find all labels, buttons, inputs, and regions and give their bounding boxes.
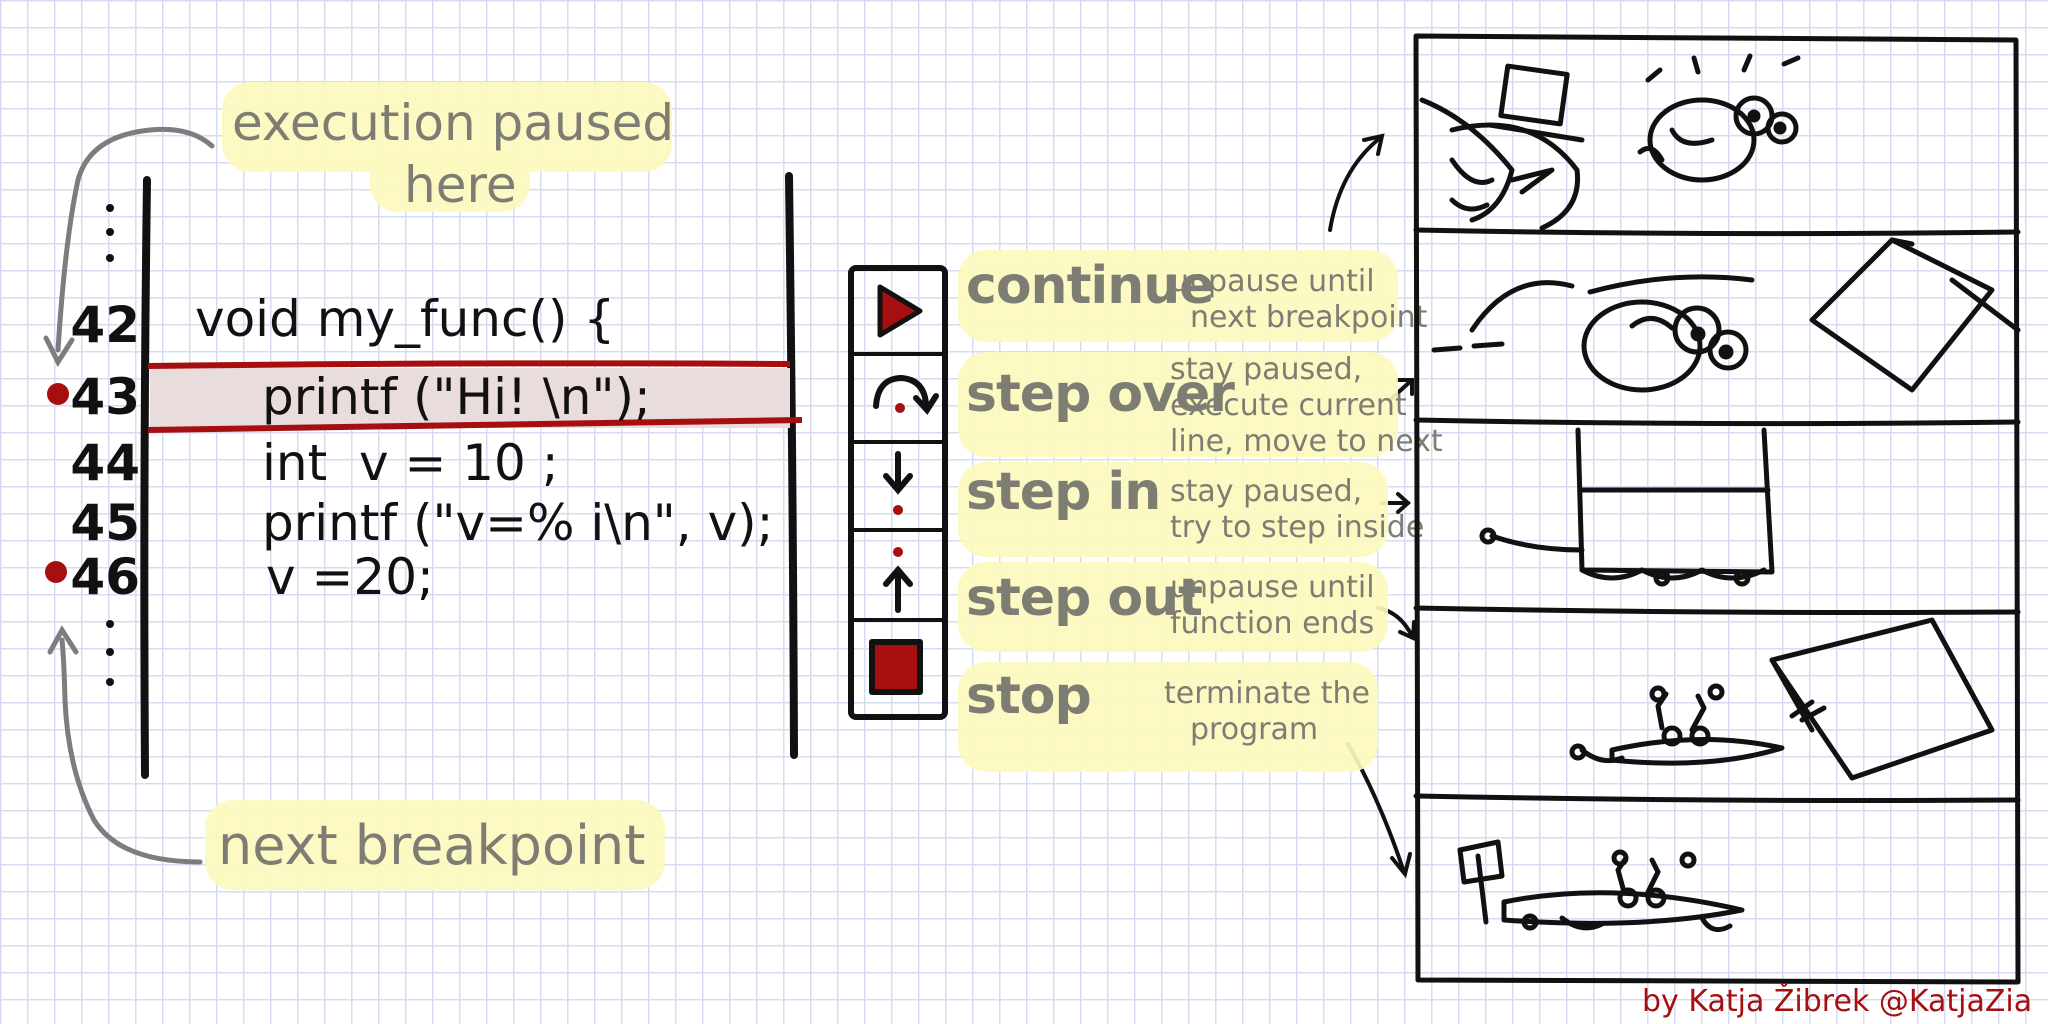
paused-label-line1: execution paused [232,94,675,152]
author-credit: by Katja Žibrek @KatjaZia [1642,984,2033,1019]
stop-label: stop [966,666,1092,726]
panel-2 [1431,237,2021,393]
stop-button[interactable] [848,622,948,716]
line-number: 45 [70,494,140,552]
code-text: printf ("v=% i\n", v); [262,494,774,552]
line-number: 44 [70,434,140,492]
panel-3 [1479,427,1775,587]
code-text: int v = 10 ; [262,434,559,492]
toolbar-frame [848,265,948,720]
breakpoint-dot[interactable] [45,561,67,583]
step-in-label: step in [966,462,1161,522]
stop-description: terminate the program [1164,676,1370,747]
step-over-label: step over [966,364,1235,424]
step-over-description: stay paused, execute current line, move … [1170,352,1443,459]
next-breakpoint-label: next breakpoint [218,814,646,877]
continue-button[interactable] [848,265,948,355]
panel-5 [1457,839,1745,933]
step-in-icon [883,451,913,515]
step-out-description: unpause until function ends [1170,570,1375,641]
step-out-label: step out [966,568,1203,628]
line-number: 46 [70,548,140,606]
line-number: 42 [70,296,140,354]
step-in-button[interactable] [848,444,948,530]
code-text: v =20; [266,548,434,606]
comic-strip [1413,33,2021,985]
step-in-description: stay paused, try to step inside [1170,474,1425,545]
breakpoint-dot[interactable] [47,383,69,405]
code-text: printf ("Hi! \n"); [262,368,651,426]
play-icon [877,284,923,338]
step-out-button[interactable] [848,532,948,620]
code-text: void my_func() { [195,290,616,348]
step-out-icon [883,547,913,613]
step-over-icon [873,374,939,415]
continue-description: unpause until next breakpoint [1170,264,1428,335]
continue-label: continue [966,256,1215,316]
line-number: 43 [70,368,140,426]
stop-icon [869,639,923,695]
panel-4 [1569,617,1995,781]
paused-label-line2: here [404,156,517,214]
step-over-button[interactable] [848,356,948,442]
panel-1 [1419,53,1801,231]
